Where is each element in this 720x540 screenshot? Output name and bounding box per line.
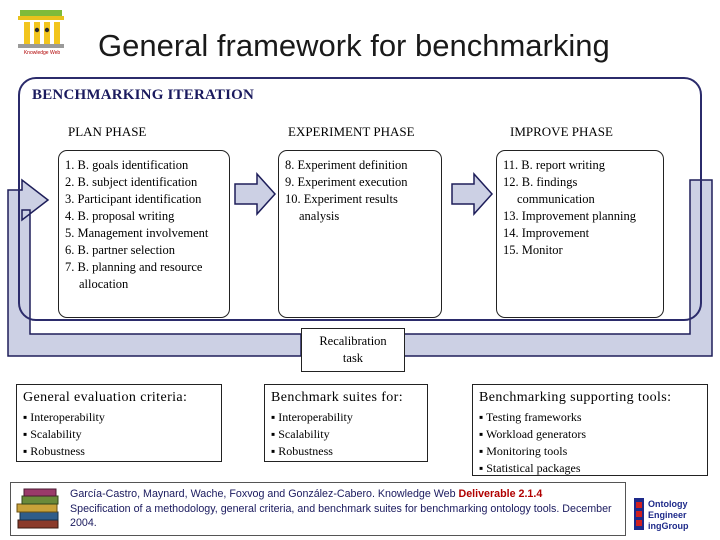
- criteria-item: ▪ Interoperability: [23, 410, 105, 424]
- books-icon: [14, 486, 64, 532]
- improve-phase-box: 11. B. report writing 12. B. findings co…: [496, 150, 664, 318]
- experiment-step: analysis: [299, 209, 340, 223]
- improve-step: communication: [517, 192, 595, 206]
- benchmark-suites-box: Benchmark suites for: ▪ Interoperability…: [264, 384, 428, 462]
- reference-description: Specification of a methodology, general …: [70, 502, 612, 530]
- improve-step: 15. Monitor: [503, 243, 563, 257]
- improve-step: 12. B. findings: [503, 175, 578, 189]
- improve-step: 13. Improvement planning: [503, 209, 636, 223]
- page-title: General framework for benchmarking: [98, 28, 610, 63]
- improve-step: 14. Improvement: [503, 226, 590, 240]
- experiment-phase-heading: EXPERIMENT PHASE: [288, 124, 415, 139]
- logo-line: Engineer: [648, 510, 687, 520]
- criteria-heading: Benchmarking supporting tools:: [479, 390, 672, 405]
- reference-box: [10, 482, 626, 536]
- knowledge-web-logo-icon: [10, 6, 72, 62]
- criteria-item: ▪ Statistical packages: [479, 461, 581, 475]
- improve-step: 11. B. report writing: [503, 158, 605, 172]
- recalibration-line: task: [342, 351, 364, 365]
- iteration-label: BENCHMARKING ITERATION: [32, 87, 255, 103]
- experiment-phase-box: 8. Experiment definition 9. Experiment e…: [278, 150, 442, 318]
- iteration-loop-arrow: [7, 178, 713, 357]
- plan-phase-box: 1. B. goals identification 2. B. subject…: [58, 150, 230, 318]
- phase-arrow-icon: [234, 172, 277, 216]
- supporting-tools-box: Benchmarking supporting tools: ▪ Testing…: [472, 384, 708, 476]
- plan-step: 7. B. planning and resource: [65, 260, 203, 274]
- phase-arrow-icon: [451, 172, 494, 216]
- criteria-item: ▪ Robustness: [23, 444, 85, 458]
- experiment-step: 9. Experiment execution: [285, 175, 408, 189]
- plan-step: 3. Participant identification: [65, 192, 202, 206]
- plan-phase-heading: PLAN PHASE: [68, 124, 147, 139]
- iteration-frame: [18, 77, 702, 321]
- criteria-item: ▪ Testing frameworks: [479, 410, 582, 424]
- plan-step: 1. B. goals identification: [65, 158, 189, 172]
- criteria-item: ▪ Interoperability: [271, 410, 353, 424]
- plan-step: 6. B. partner selection: [65, 243, 176, 257]
- plan-step: allocation: [79, 277, 129, 291]
- improve-phase-heading: IMPROVE PHASE: [510, 124, 613, 139]
- reference-authors: García-Castro, Maynard, Wache, Foxvog an…: [70, 488, 459, 500]
- logo-line: ingGroup: [648, 521, 689, 531]
- criteria-heading: Benchmark suites for:: [271, 390, 404, 405]
- experiment-step: 8. Experiment definition: [285, 158, 408, 172]
- criteria-item: ▪ Monitoring tools: [479, 444, 568, 458]
- deliverable-link: Deliverable 2.1.4: [458, 488, 543, 500]
- recalibration-line: Recalibration: [319, 334, 387, 348]
- criteria-heading: General evaluation criteria:: [23, 390, 188, 405]
- criteria-item: ▪ Robustness: [271, 444, 333, 458]
- experiment-step: 10. Experiment results: [285, 192, 398, 206]
- logo-line: Ontology: [648, 499, 688, 509]
- reference-text: García-Castro, Maynard, Wache, Foxvog an…: [70, 487, 620, 531]
- plan-step: 5. Management involvement: [65, 226, 209, 240]
- ontology-engineering-group-logo-icon: Ontology Engineer ingGroup: [634, 496, 714, 532]
- recalibration-task-box: Recalibration task: [301, 328, 405, 372]
- criteria-item: ▪ Scalability: [23, 427, 82, 441]
- plan-step: 2. B. subject identification: [65, 175, 198, 189]
- criteria-item: ▪ Workload generators: [479, 427, 587, 441]
- criteria-item: ▪ Scalability: [271, 427, 330, 441]
- plan-step: 4. B. proposal writing: [65, 209, 175, 223]
- logo-caption: Knowledge Web: [23, 50, 61, 56]
- evaluation-criteria-box: General evaluation criteria: ▪ Interoper…: [16, 384, 222, 462]
